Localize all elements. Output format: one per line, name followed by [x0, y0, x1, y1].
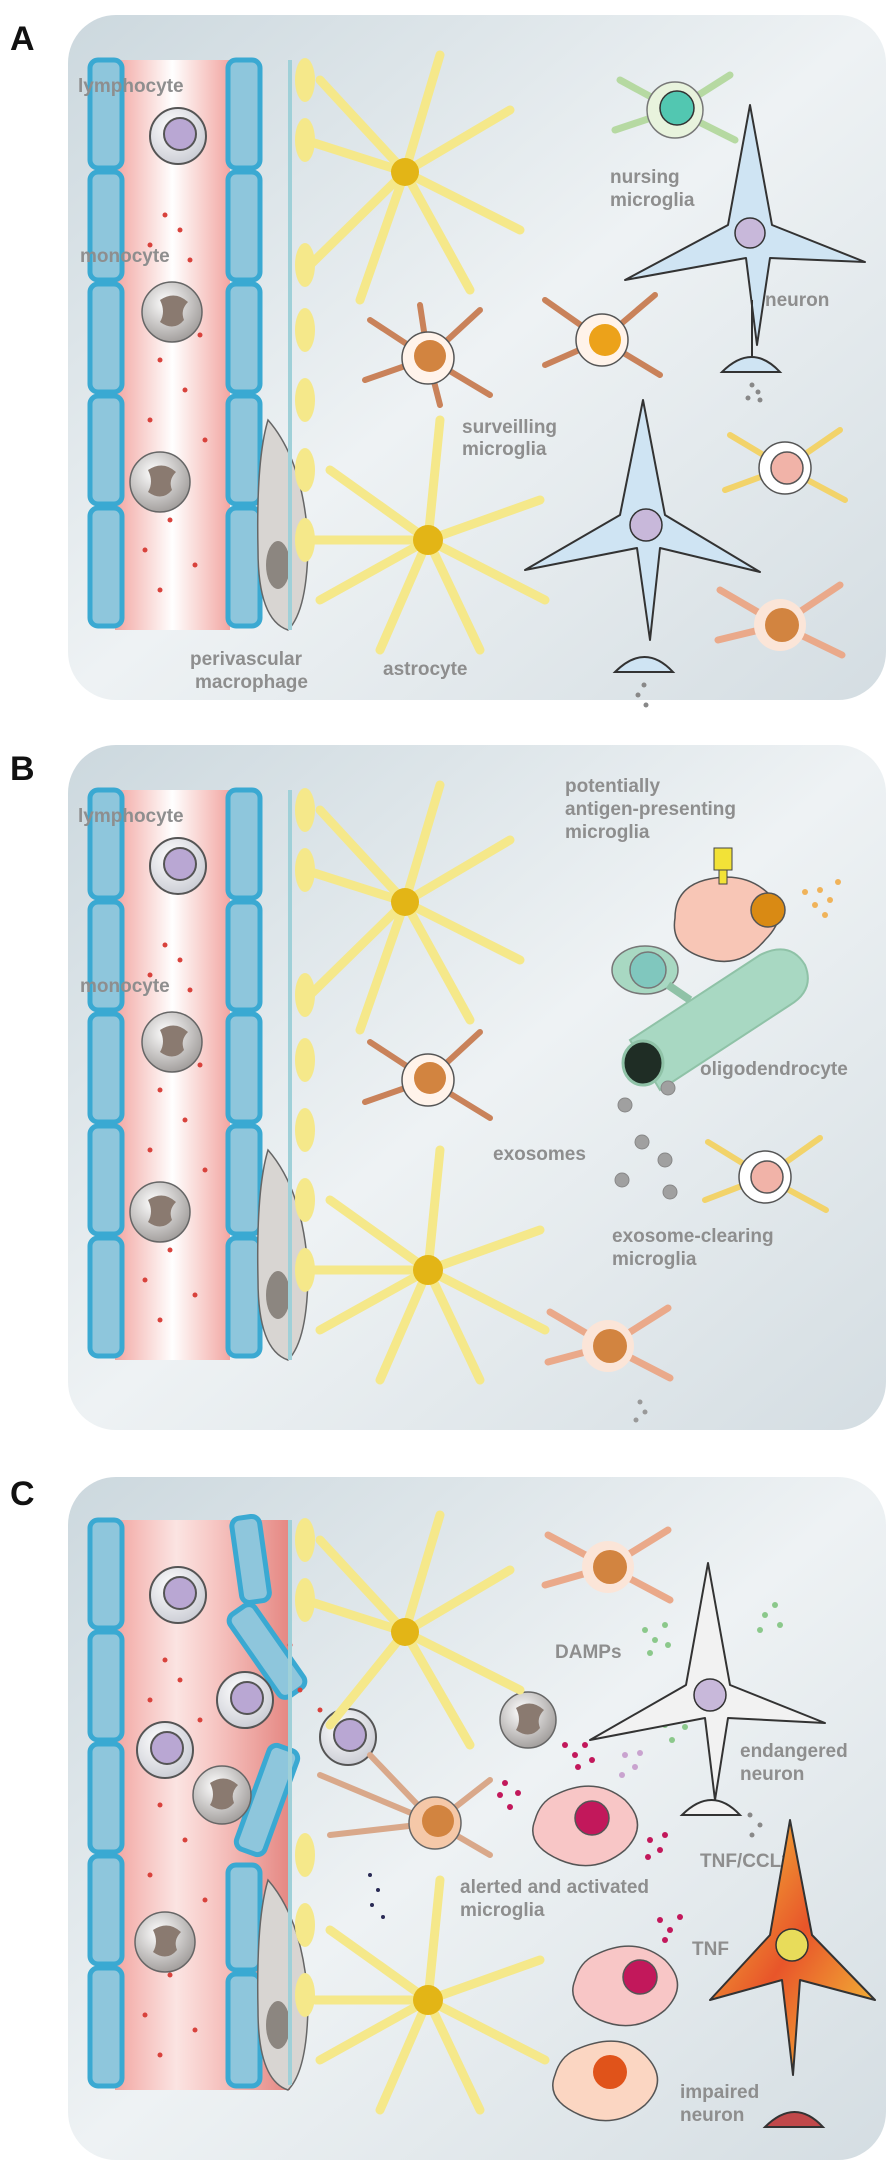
oligodendrocyte — [611, 945, 809, 1092]
astrocyte-nucleus-top — [391, 158, 419, 186]
monocyte-cell-2 — [129, 1181, 191, 1243]
label-exosomes: exosomes — [493, 1144, 586, 1165]
microglia-bottom-vesicles — [633, 1399, 648, 1423]
microglia-nucleus — [422, 1805, 454, 1837]
panel-b: B lymphocyte monocyte — [0, 730, 892, 1450]
astrocyte-cell-top — [300, 50, 525, 305]
astrocyte-cell-bottom — [310, 1145, 550, 1385]
panel-a: A lymphocyte monocyte — [0, 0, 892, 720]
damp-dots-purple — [619, 1750, 643, 1778]
astrocyte-endfeet — [295, 58, 315, 562]
astrocyte-nucleus-bottom — [413, 1255, 443, 1285]
label-damps: DAMPs — [555, 1642, 622, 1663]
label-impaired-1: impaired — [680, 2082, 759, 2103]
lymphocyte-cell — [149, 107, 207, 165]
microglia-nucleus — [593, 1329, 627, 1363]
label-alerted-2: microglia — [460, 1900, 545, 1921]
activated-microglia-2 — [572, 1945, 679, 2027]
neuron-bottom-vesicles — [635, 682, 649, 708]
astrocyte-nucleus-top — [391, 1618, 419, 1646]
nursing-microglia-nucleus — [659, 90, 695, 126]
label-tnf-ccl3: TNF/CCL3 — [700, 1851, 792, 1872]
blood-vessel — [87, 787, 263, 1360]
microglia-nucleus — [750, 1160, 784, 1194]
endangered-neuron-vesicles — [747, 1812, 763, 1838]
astrocyte-nucleus-bottom — [413, 525, 443, 555]
label-surveilling-2: microglia — [462, 439, 547, 460]
label-exo-clear-2: microglia — [612, 1249, 697, 1270]
astrocyte-nucleus-bottom — [413, 1985, 443, 2015]
neuron-top-vesicles — [745, 382, 763, 403]
astrocyte-cell-bottom — [310, 415, 550, 655]
lymphocytes — [136, 1566, 377, 1779]
panel-b-letter: B — [10, 750, 35, 788]
label-lymphocyte: lymphocyte — [78, 76, 184, 97]
label-apc-1: potentially — [565, 776, 660, 797]
label-oligodendrocyte: oligodendrocyte — [700, 1059, 848, 1080]
panel-c-letter: C — [10, 1475, 35, 1513]
panel-c: C — [0, 1455, 892, 2173]
impaired-neuron — [709, 1819, 876, 2128]
label-endangered-2: neuron — [740, 1764, 804, 1785]
astrocyte-nucleus-top — [391, 888, 419, 916]
monocyte-cell — [141, 1011, 203, 1073]
label-nursing-2: microglia — [610, 190, 695, 211]
surveilling-microglia-nucleus — [414, 340, 446, 372]
microglia-nucleus — [414, 1062, 446, 1094]
label-tnf: TNF — [692, 1939, 729, 1960]
exosomes-dots — [614, 1080, 678, 1200]
astrocyte-endfeet — [295, 1518, 315, 2017]
label-exo-clear-1: exosome-clearing — [612, 1226, 774, 1247]
label-monocyte: monocyte — [80, 246, 170, 267]
microglia-right-yellow-nucleus — [770, 451, 804, 485]
label-astrocyte: astrocyte — [383, 659, 468, 680]
label-alerted-1: alerted and activated — [460, 1877, 649, 1898]
tnf-dots — [497, 1742, 683, 1943]
label-apc-3: microglia — [565, 822, 650, 843]
label-perivascular-1: perivascular — [190, 649, 303, 670]
label-surveilling-1: surveilling — [462, 417, 557, 438]
label-endangered-1: endangered — [740, 1741, 848, 1762]
antigen-presenting-microglia — [673, 847, 841, 963]
neuron-top — [624, 104, 866, 373]
endangered-neuron — [589, 1562, 826, 1816]
microglia-nucleus — [589, 324, 621, 356]
neuron-bottom — [524, 399, 761, 673]
lymphocyte-cell — [149, 837, 207, 895]
astrocyte-cell-bottom — [310, 1875, 550, 2115]
monocyte-cell — [141, 281, 203, 343]
activated-microglia-1 — [532, 1785, 639, 1867]
label-perivascular-2: macrophage — [195, 672, 308, 693]
label-lymphocyte: lymphocyte — [78, 806, 184, 827]
label-impaired-2: neuron — [680, 2105, 744, 2126]
monocyte-cell-2 — [129, 451, 191, 513]
panel-a-letter: A — [10, 20, 35, 58]
alerted-vesicles — [368, 1873, 385, 1919]
monocytes — [134, 1691, 557, 1973]
label-neuron: neuron — [765, 290, 829, 311]
activated-microglia-3 — [552, 2040, 659, 2122]
perivascular-macrophage — [256, 1878, 309, 2091]
astrocyte-cell-top — [300, 1510, 525, 1750]
label-apc-2: antigen-presenting — [565, 799, 736, 820]
microglia-right-orange-nucleus — [765, 608, 799, 642]
astrocyte-endfeet — [295, 788, 315, 1292]
microglia-nucleus — [593, 1550, 627, 1584]
blood-vessel — [87, 57, 263, 630]
astrocyte-cell-top — [300, 780, 525, 1035]
label-monocyte: monocyte — [80, 976, 170, 997]
label-nursing-1: nursing — [610, 167, 680, 188]
leaky-blood-vessel — [87, 1513, 557, 2090]
